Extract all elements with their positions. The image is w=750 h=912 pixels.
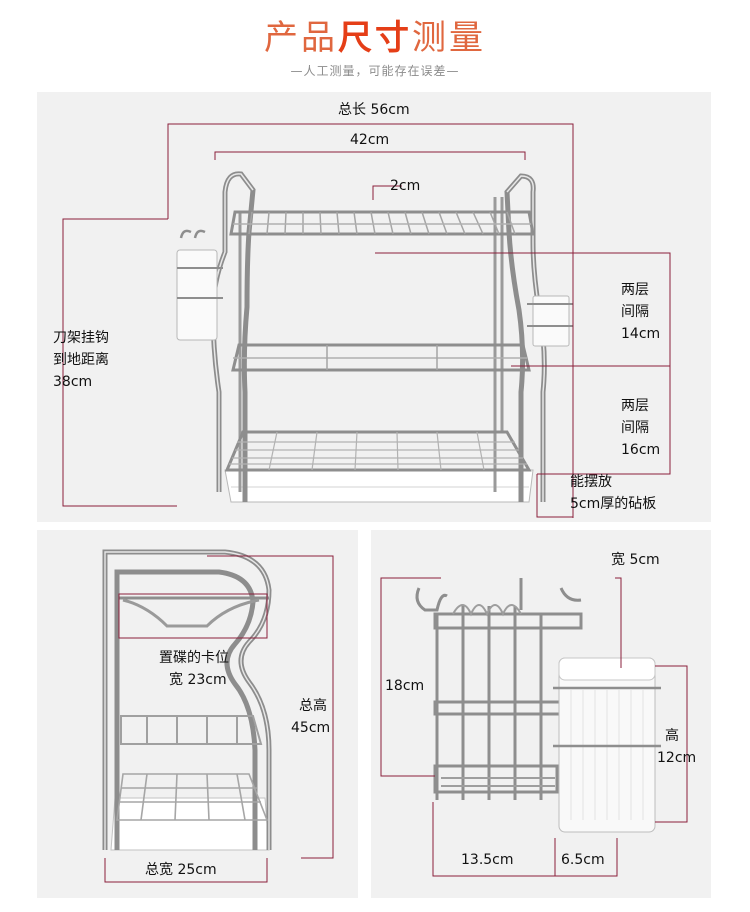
main-rack-drawing [62,123,671,518]
hook-height-line-2: 到地距离 [53,352,109,368]
knife-rack-illustration [415,578,583,800]
side-bottom-shelf-illustration [116,773,269,821]
upper-gap-line-2: 间隔 [621,304,649,320]
lower-gap-line-2: 间隔 [621,420,649,436]
cup-height-value: 12cm [657,750,697,766]
cup-height-line-1: 高 [665,728,679,744]
cup-depth-label: 6.5cm [561,852,605,868]
title-part-1: 产品 [264,18,338,58]
lower-gap-value: 16cm [621,442,661,458]
side-dimension-lines [104,555,334,883]
title-text: 产品尺寸测量 [264,18,486,58]
upper-gap-line-1: 两层 [621,282,649,298]
plate-slot-illustration [117,596,269,628]
wire-gap-label: 2cm [390,178,421,194]
board-line-2: 5cm厚的砧板 [570,496,657,512]
holder-dimension-lines [380,577,688,877]
drip-tray-illustration [224,469,534,503]
side-height-value: 45cm [291,720,331,736]
utensil-holder-drawing [380,577,688,877]
rack-height-label: 18cm [385,678,425,694]
utensil-cup-illustration [553,657,661,833]
left-cup-holder-illustration [176,229,223,341]
side-middle-shelf-illustration [120,715,263,745]
side-view-panel: 置碟的卡位 宽 23cm 总高 45cm 总宽 25cm [37,530,358,898]
side-view-drawing [102,549,334,883]
utensil-holder-panel: 宽 5cm 18cm 高 12cm 13.5cm 6.5cm [371,530,711,898]
title-accent: 尺寸 [338,18,412,58]
rack-width-label: 13.5cm [461,852,514,868]
cup-width-label: 宽 5cm [611,552,660,568]
main-rack-panel: 总长 56cm 42cm 2cm 刀架挂钩 到地距离 38cm 两层 间隔 14… [37,92,711,522]
board-line-1: 能摆放 [570,474,612,490]
side-height-line-1: 总高 [299,698,327,714]
side-total-width: 总宽 25cm [145,862,217,878]
title-part-2: 测量 [412,18,486,58]
top-shelf-illustration [229,210,535,236]
hook-height-line-1: 刀架挂钩 [53,330,109,346]
bottom-shelf-illustration [224,430,532,472]
total-length-label: 总长 56cm [338,102,410,118]
hook-height-value: 38cm [53,374,93,390]
page-title: 产品尺寸测量 [0,10,750,59]
page-subtitle: —人工测量，可能存在误差— [290,64,460,78]
lower-gap-line-1: 两层 [621,398,649,414]
inner-width-label: 42cm [350,132,390,148]
right-cup-holder-illustration [527,295,573,347]
dimension-lines [62,123,671,518]
upper-gap-value: 14cm [621,326,661,342]
plate-slot-line-1: 置碟的卡位 [159,650,229,666]
plate-slot-line-2: 宽 23cm [169,672,227,688]
middle-shelf-illustration [231,343,531,372]
